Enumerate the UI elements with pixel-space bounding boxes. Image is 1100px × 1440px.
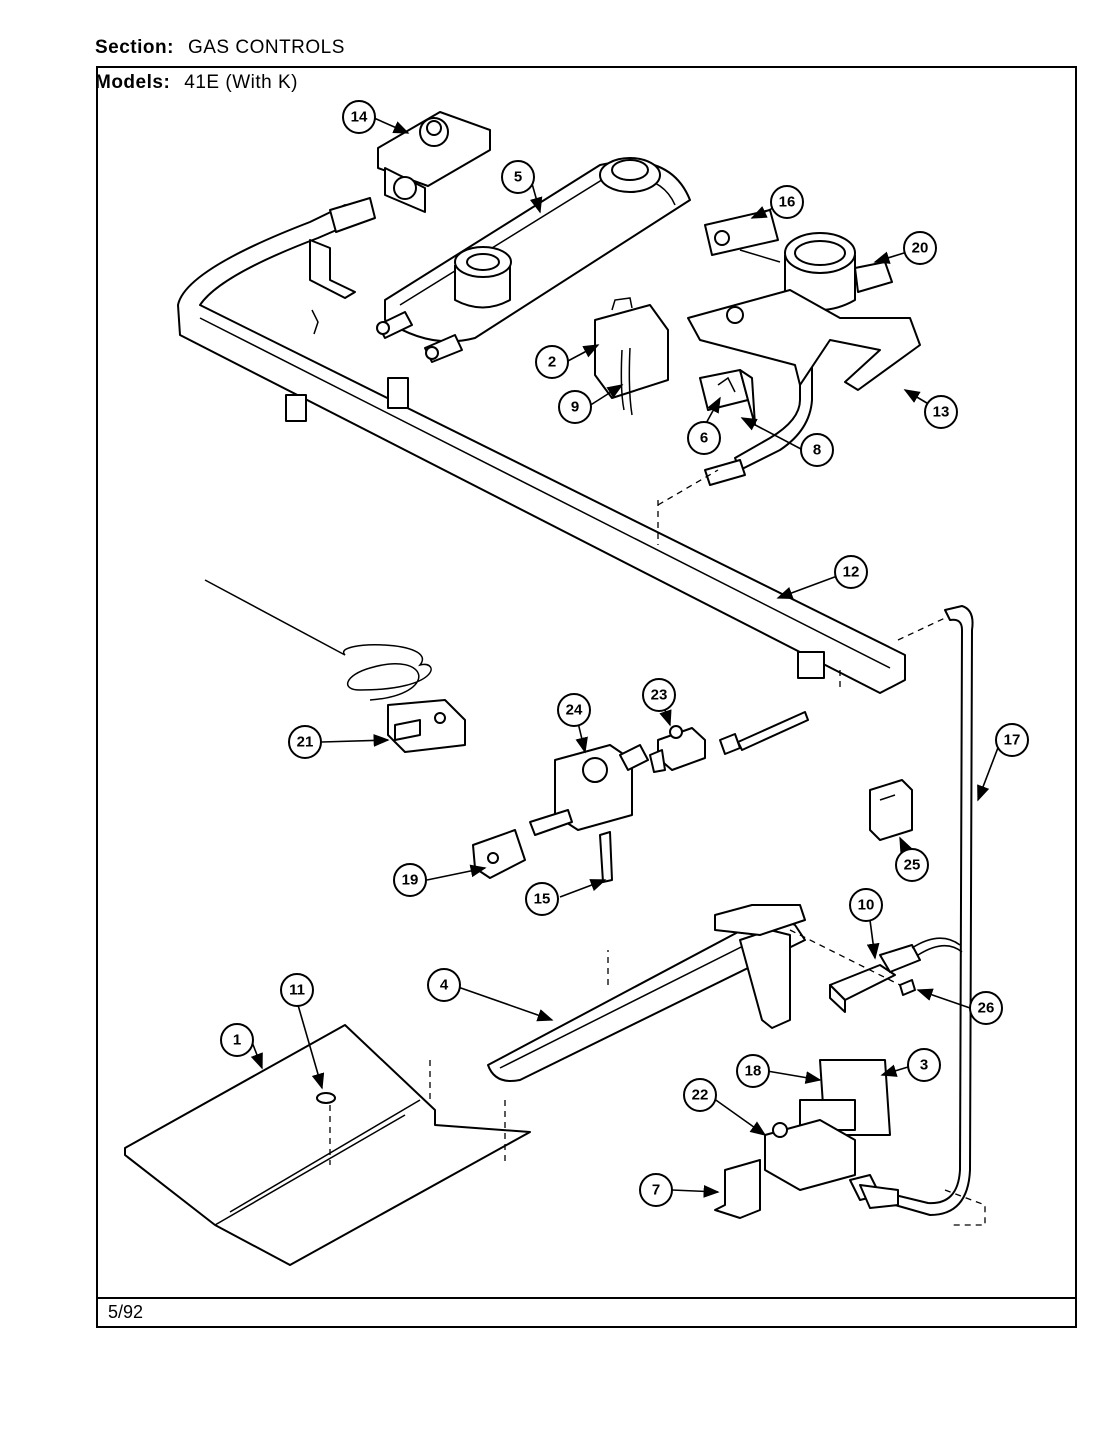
top-burner-assembly: [376, 157, 691, 363]
section-value: GAS CONTROLS: [187, 37, 345, 58]
callout-14: 14: [342, 100, 376, 134]
svg-text:20: 20: [912, 240, 929, 257]
svg-text:3: 3: [920, 1057, 928, 1074]
thermostat-knob: [687, 232, 921, 486]
svg-text:2: 2: [548, 354, 556, 371]
svg-text:16: 16: [779, 194, 796, 211]
section-heading: Section: GAS CONTROLS: [95, 37, 345, 59]
svg-text:7: 7: [652, 1182, 660, 1199]
models-heading: Models: 41E (With K): [95, 72, 298, 94]
svg-text:17: 17: [1004, 732, 1021, 749]
svg-text:6: 6: [700, 430, 708, 447]
thermostat-switch: [699, 369, 756, 426]
assembly-guides: [429, 469, 901, 1165]
igniter-bracket: [704, 209, 781, 263]
svg-text:13: 13: [933, 404, 950, 421]
ignition-module: [869, 779, 913, 841]
diagram-frame: [96, 66, 1077, 1328]
callout-26: 26: [969, 991, 1003, 1025]
svg-text:5: 5: [514, 169, 522, 186]
callout-9: 9: [558, 390, 592, 424]
svg-text:4: 4: [440, 977, 449, 994]
burner-valve: [472, 744, 649, 883]
revision-date: 5/92: [108, 1302, 144, 1322]
callout-18: 18: [736, 1054, 770, 1088]
callout-13: 13: [924, 395, 958, 429]
oven-igniter: [829, 937, 963, 1013]
callout-8: 8: [800, 433, 834, 467]
oven-thermostat: [204, 579, 466, 753]
svg-text:10: 10: [858, 897, 875, 914]
svg-text:21: 21: [297, 734, 314, 751]
safety-valve: [714, 1059, 899, 1219]
callout-22: 22: [683, 1078, 717, 1112]
oven-bottom-baffle: [124, 1024, 531, 1266]
callout-2: 2: [535, 345, 569, 379]
svg-text:19: 19: [402, 872, 419, 889]
svg-text:22: 22: [692, 1087, 709, 1104]
callout-5: 5: [501, 160, 535, 194]
svg-text:18: 18: [745, 1063, 762, 1080]
callout-1: 1: [220, 1023, 254, 1057]
svg-text:12: 12: [843, 564, 860, 581]
oven-burner: [487, 904, 806, 1082]
pressure-regulator: [309, 111, 491, 335]
models-label: Models:: [95, 72, 171, 93]
svg-text:14: 14: [351, 109, 368, 126]
callout-12: 12: [834, 555, 868, 589]
svg-text:25: 25: [904, 857, 921, 874]
callout-24: 24: [557, 693, 591, 727]
footer-divider: [96, 1297, 1077, 1299]
callout-11: 11: [280, 973, 314, 1007]
callout-15: 15: [525, 882, 559, 916]
svg-text:1: 1: [233, 1032, 241, 1049]
svg-text:26: 26: [978, 1000, 995, 1017]
manifold-pipe: [177, 204, 906, 694]
callout-21: 21: [288, 725, 322, 759]
callout-23: 23: [642, 678, 676, 712]
models-value: 41E (With K): [184, 72, 298, 93]
callout-6: 6: [687, 421, 721, 455]
callout-7: 7: [639, 1173, 673, 1207]
burner-switch: [594, 297, 669, 416]
svg-text:15: 15: [534, 891, 551, 908]
section-label: Section:: [95, 37, 174, 58]
callout-19: 19: [393, 863, 427, 897]
callout-3: 3: [907, 1048, 941, 1082]
svg-text:11: 11: [289, 982, 305, 999]
svg-text:8: 8: [813, 442, 821, 459]
callout-4: 4: [427, 968, 461, 1002]
svg-text:9: 9: [571, 399, 579, 416]
callout-20: 20: [903, 231, 937, 265]
svg-text:23: 23: [651, 687, 668, 704]
svg-text:24: 24: [566, 702, 583, 719]
callout-25: 25: [895, 848, 929, 882]
pilot-tube: [894, 605, 986, 1226]
orifice-fitting: [649, 725, 706, 773]
valve-spud: [719, 711, 809, 755]
callout-16: 16: [770, 185, 804, 219]
callout-17: 17: [995, 723, 1029, 757]
callout-10: 10: [849, 888, 883, 922]
